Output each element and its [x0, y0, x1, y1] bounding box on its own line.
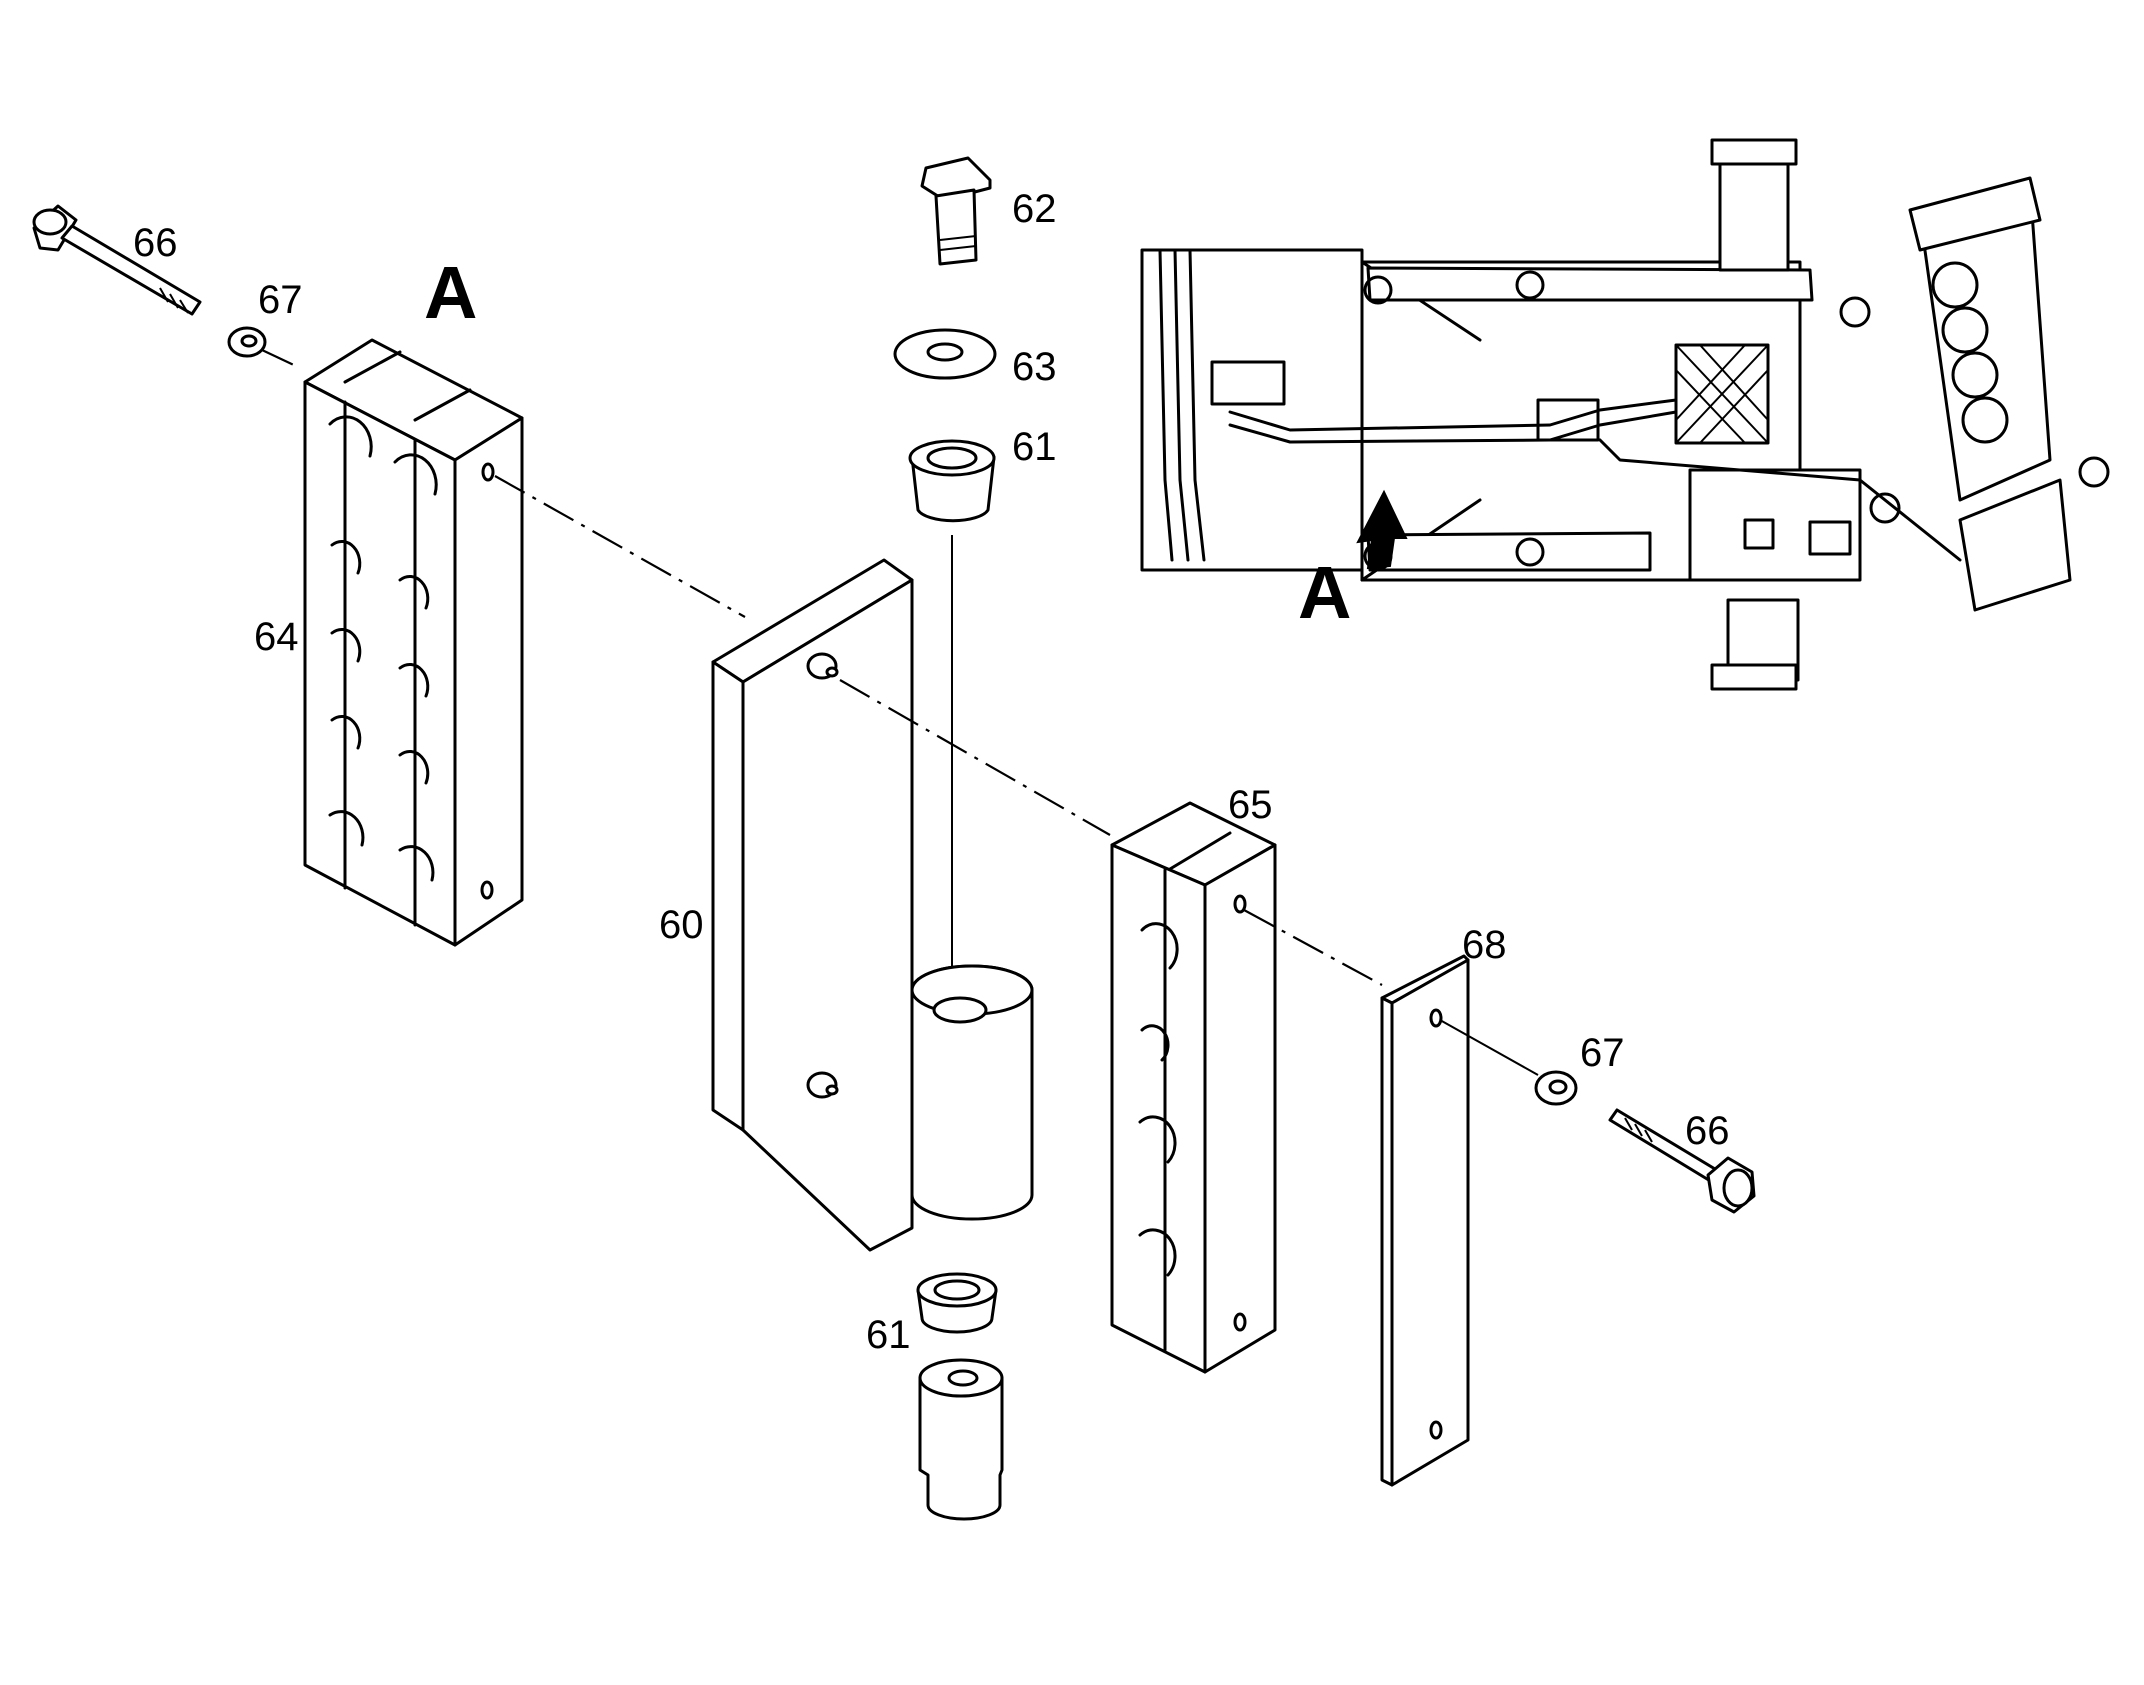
callout-67-left: 67	[258, 278, 303, 322]
callout-60: 60	[659, 903, 704, 947]
machine-overview-diagram	[1140, 138, 2110, 691]
callout-66-right: 66	[1685, 1109, 1730, 1153]
bushing-61-bottom	[916, 1272, 998, 1334]
callout-67-right: 67	[1580, 1031, 1625, 1075]
overview-marker: A	[1298, 551, 1351, 634]
callout-64: 64	[254, 615, 299, 659]
pointer-arrow-icon	[1356, 489, 1408, 570]
bolt-66-left	[32, 204, 202, 316]
clamp-block-64	[303, 338, 524, 947]
callout-61-top: 61	[1012, 425, 1057, 469]
bushing-61-top	[908, 439, 996, 523]
clamp-block-65	[1110, 801, 1277, 1374]
callout-66-left: 66	[133, 221, 178, 265]
callout-68: 68	[1462, 923, 1507, 967]
callout-65: 65	[1228, 783, 1273, 827]
detail-marker: A	[424, 251, 477, 334]
callout-61-bottom: 61	[866, 1313, 911, 1357]
callout-62: 62	[1012, 187, 1057, 231]
bolt-62	[920, 156, 992, 266]
washer-63	[893, 328, 997, 380]
plate-68	[1380, 954, 1470, 1487]
callout-63: 63	[1012, 345, 1057, 389]
washer-67-right	[1534, 1070, 1578, 1106]
washer-67-left	[227, 326, 267, 358]
spacer-sleeve	[918, 1358, 1004, 1521]
bolt-66-right	[1608, 1108, 1756, 1214]
mounting-bracket-60	[711, 558, 1034, 1252]
